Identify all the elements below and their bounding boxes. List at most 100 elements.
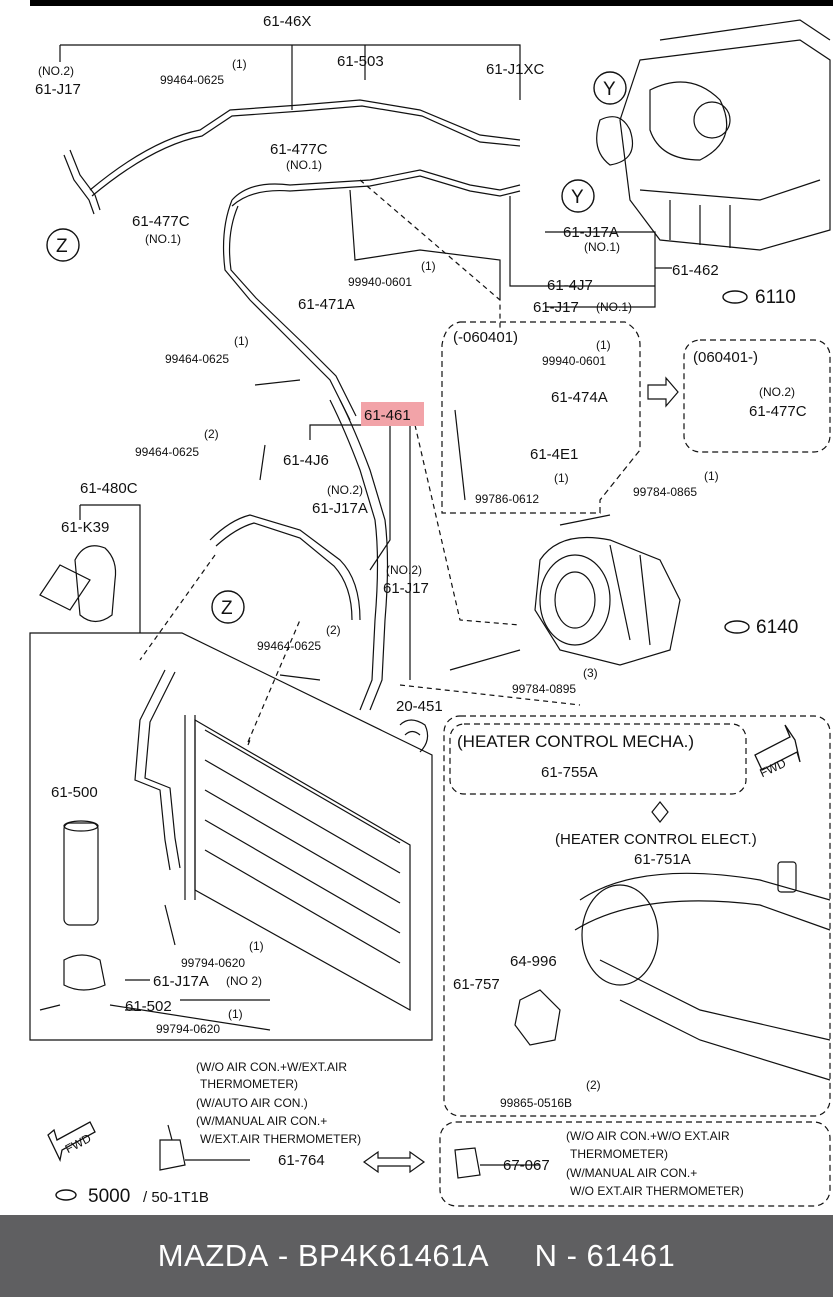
panel-060401-after [683, 339, 831, 453]
highlight-box [361, 402, 424, 426]
label-61-46X: 61-46X [263, 13, 311, 30]
label-99940-0601: 99940-0601 [348, 275, 412, 289]
label-61-J17A: 61-J17A [312, 500, 368, 517]
panel-heater-mecha [449, 723, 747, 795]
note-b4: W/O EXT.AIR THERMOMETER) [570, 1184, 744, 1198]
part-footer: MAZDA - BP4K61461A N - 61461 [0, 1215, 833, 1297]
label-y1: Y [603, 79, 616, 100]
ref-circle-y2 [561, 179, 595, 213]
label-no2: (NO.2) [386, 563, 422, 577]
label-61-J17A: 61-J17A [563, 224, 619, 241]
label-61-J1XC: 61-J1XC [486, 61, 545, 78]
label-20-451: 20-451 [396, 698, 443, 715]
label-99865-0516B: 99865-0516B [500, 1096, 572, 1110]
pipe-61-46X [89, 99, 521, 191]
label-no1: (NO.1) [584, 240, 620, 254]
note-a5: W/EXT.AIR THERMOMETER) [200, 1132, 361, 1146]
label-qty: (1) [232, 57, 247, 71]
fwd-arrow-icon-right [754, 724, 801, 771]
footer-part-number: BP4K61461A [297, 1238, 489, 1273]
label-99784-0895: 99784-0895 [512, 682, 576, 696]
receiver-drier-61-500 [63, 822, 99, 926]
note-a2: THERMOMETER) [200, 1077, 298, 1091]
top-border [30, 0, 833, 6]
ref-circle-z2 [211, 590, 245, 624]
label-61-4J7: 61-4J7 [547, 277, 593, 294]
condenser-frame [29, 632, 433, 1041]
label-61-502: 61-502 [125, 998, 172, 1015]
label-61-K39: 61-K39 [61, 519, 109, 536]
label-z2: Z [221, 598, 233, 619]
label-no2: (NO.2) [38, 64, 74, 78]
dashboard-sketch [574, 872, 831, 1081]
label-qty: (1) [228, 1007, 243, 1021]
note-a4: (W/MANUAL AIR CON.+ [196, 1114, 327, 1128]
label-61-755A: 61-755A [541, 764, 598, 781]
label-61-4E1: 61-4E1 [530, 446, 578, 463]
label-61-4J6: 61-4J6 [283, 452, 329, 469]
label-61-474A: 61-474A [551, 389, 608, 406]
note-a3: (W/AUTO AIR CON.) [196, 1096, 308, 1110]
label-qty: (1) [704, 469, 719, 483]
label-61-471A: 61-471A [298, 296, 355, 313]
label-no2: (NO.2) [327, 483, 363, 497]
label-6110: 6110 [755, 287, 796, 308]
label-99794-0620: 99794-0620 [156, 1022, 220, 1036]
evaporator-unit-drawing [619, 39, 831, 251]
label-heater-elect: (HEATER CONTROL ELECT.) [555, 831, 757, 848]
footer-separator: - [268, 1238, 298, 1273]
parts-diagram: 61-46X (NO.2) 61-J17 (1) 99464-0625 61-5… [29, 13, 831, 1207]
label-range-after: (060401-) [693, 349, 758, 366]
ref-circle-y1 [593, 71, 627, 105]
footer-brand: MAZDA [157, 1238, 269, 1273]
label-61-477C: 61-477C [749, 403, 807, 420]
label-qty: (1) [596, 338, 611, 352]
footer-reference: N - 61461 [534, 1238, 676, 1273]
label-61-461-highlighted: 61-461 [364, 407, 411, 424]
note-b3: (W/MANUAL AIR CON.+ [566, 1166, 697, 1180]
label-61-462: 61-462 [672, 262, 719, 279]
label-no1: (NO.1) [596, 300, 632, 314]
label-61-J17: 61-J17 [35, 81, 81, 98]
label-y2: Y [571, 187, 584, 208]
label-no2: (NO.2) [759, 385, 795, 399]
double-arrow-icon [362, 1150, 426, 1174]
label-99786-0612: 99786-0612 [475, 492, 539, 506]
label-61-477C: 61-477C [270, 141, 328, 158]
panel-060401-before [441, 321, 641, 514]
label-5000: 5000 [88, 1186, 130, 1207]
label-99794-0620: 99794-0620 [181, 956, 245, 970]
label-qty: (1) [234, 334, 249, 348]
fwd-arrow-icon-left [47, 1121, 96, 1163]
label-61-477C: 61-477C [132, 213, 190, 230]
label-qty: (2) [326, 623, 341, 637]
note-a1: (W/O AIR CON.+W/EXT.AIR [196, 1060, 347, 1074]
label-heater-mecha: (HEATER CONTROL MECHA.) [457, 732, 694, 751]
arrow-icon [647, 376, 679, 408]
label-61-J17: 61-J17 [383, 580, 429, 597]
label-qty: (1) [421, 259, 436, 273]
label-99464-0625: 99464-0625 [165, 352, 229, 366]
pipe-61-462 [231, 169, 521, 201]
label-range-before: (-060401) [453, 329, 518, 346]
label-z1: Z [56, 236, 68, 257]
footer-gap [489, 1238, 535, 1274]
label-99464-0625: 99464-0625 [135, 445, 199, 459]
note-b1: (W/O AIR CON.+W/O EXT.AIR [566, 1129, 730, 1143]
compressor-drawing [534, 536, 681, 666]
label-50-1T1B: / 50-1T1B [143, 1189, 209, 1206]
diamond-arrow-icon [651, 801, 669, 823]
label-99784-0865: 99784-0865 [633, 485, 697, 499]
label-no1: (NO.1) [145, 232, 181, 246]
label-no2: (NO 2) [226, 974, 262, 988]
label-99464-0625: 99464-0625 [257, 639, 321, 653]
label-64-996: 64-996 [510, 953, 557, 970]
label-61-764: 61-764 [278, 1152, 325, 1169]
label-67-067: 67-067 [503, 1157, 550, 1174]
label-no1: (NO.1) [286, 158, 322, 172]
note-b2: THERMOMETER) [570, 1147, 668, 1161]
panel-heater-control [443, 715, 831, 1117]
label-61-480C: 61-480C [80, 480, 138, 497]
label-61-J17A: 61-J17A [153, 973, 209, 990]
